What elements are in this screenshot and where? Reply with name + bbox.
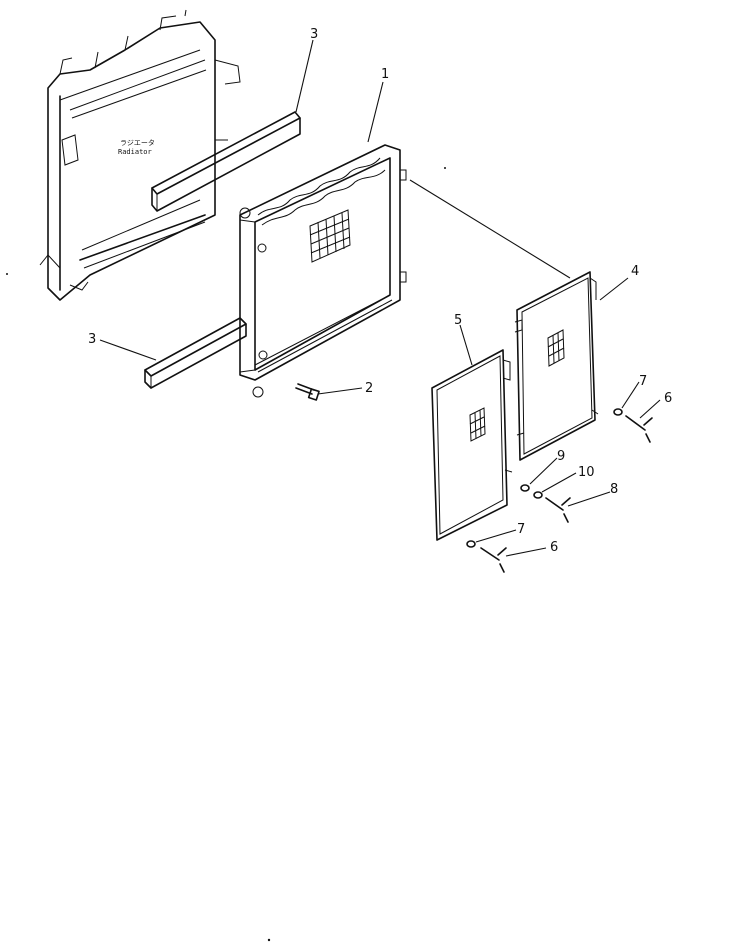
radiator-caption-en: Radiator [118, 148, 152, 156]
callout-3-upper: 3 [310, 27, 318, 42]
leader-lines [99, 39, 661, 557]
callout-4: 4 [631, 264, 639, 279]
callout-7-lower: 7 [517, 522, 525, 537]
callout-8: 8 [610, 482, 618, 497]
callout-9: 9 [557, 449, 565, 464]
callout-3-lower: 3 [88, 332, 96, 347]
washer-9 [520, 484, 530, 492]
callout-6-upper: 6 [664, 391, 672, 406]
washer-7-upper [613, 408, 623, 416]
lower-rail-bar [144, 317, 247, 389]
upper-rail-bar [151, 111, 301, 212]
wing-bolt-8 [545, 497, 571, 523]
main-screen-frame [239, 144, 407, 398]
bolt-2 [295, 383, 320, 401]
radiator: ラジエータ Radiator [39, 9, 241, 301]
screen-mesh [309, 209, 351, 263]
callout-6-lower: 6 [550, 540, 558, 555]
callout-2: 2 [365, 381, 373, 396]
callout-5: 5 [454, 313, 462, 328]
callout-1: 1 [381, 67, 389, 82]
wing-bolt-6-upper [625, 415, 653, 443]
washer-10 [533, 491, 543, 499]
callout-7-upper: 7 [639, 374, 647, 389]
screen-5-mesh [469, 407, 486, 442]
stray-marks [6, 167, 446, 942]
washer-7-lower [466, 540, 476, 548]
side-screen-4 [514, 271, 599, 461]
radiator-caption-jp: ラジエータ [120, 138, 155, 147]
callout-10: 10 [578, 465, 595, 480]
callout-labels: 1 2 3 3 4 5 6 6 7 7 8 9 10 [88, 27, 672, 555]
side-screen-5 [431, 349, 513, 541]
wing-bolt-6-lower [480, 547, 507, 573]
screen-4-mesh [547, 329, 565, 367]
